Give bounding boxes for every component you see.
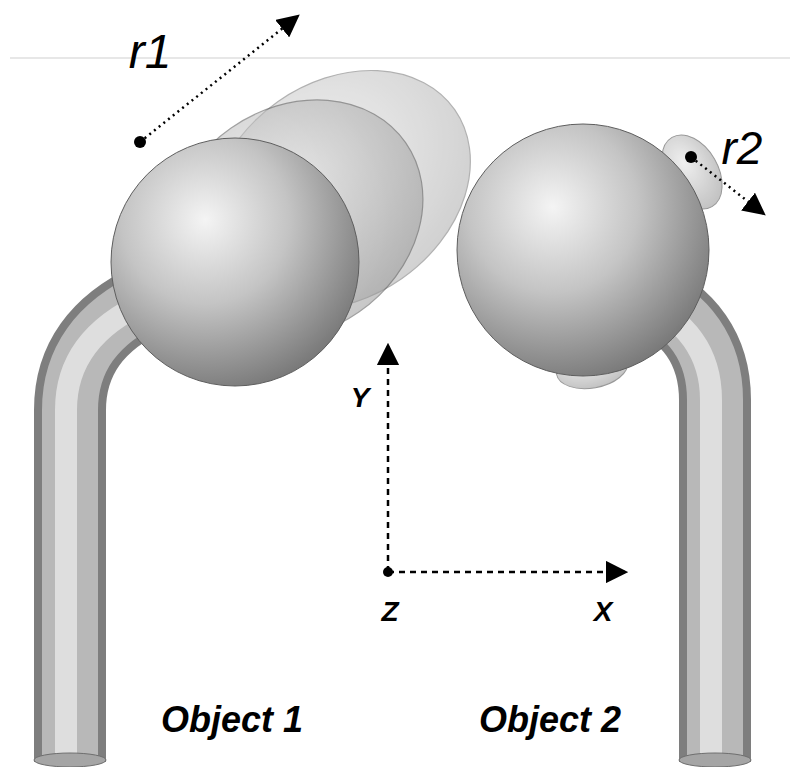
axes [383, 345, 626, 577]
sphere-1 [111, 138, 359, 386]
tube-2 [638, 292, 751, 767]
axis-label: Y [351, 384, 370, 412]
sphere-2 [457, 124, 709, 376]
object-label: Object 2 [479, 702, 621, 738]
object-label: Object 1 [161, 702, 303, 738]
top-rule [10, 58, 790, 59]
vector-label: r2 [722, 125, 763, 171]
motion-vectors [134, 16, 764, 214]
tube-1 [34, 298, 150, 767]
axis-label: Z [381, 598, 398, 626]
vector-label: r1 [129, 28, 172, 76]
axis-label: X [594, 598, 613, 626]
